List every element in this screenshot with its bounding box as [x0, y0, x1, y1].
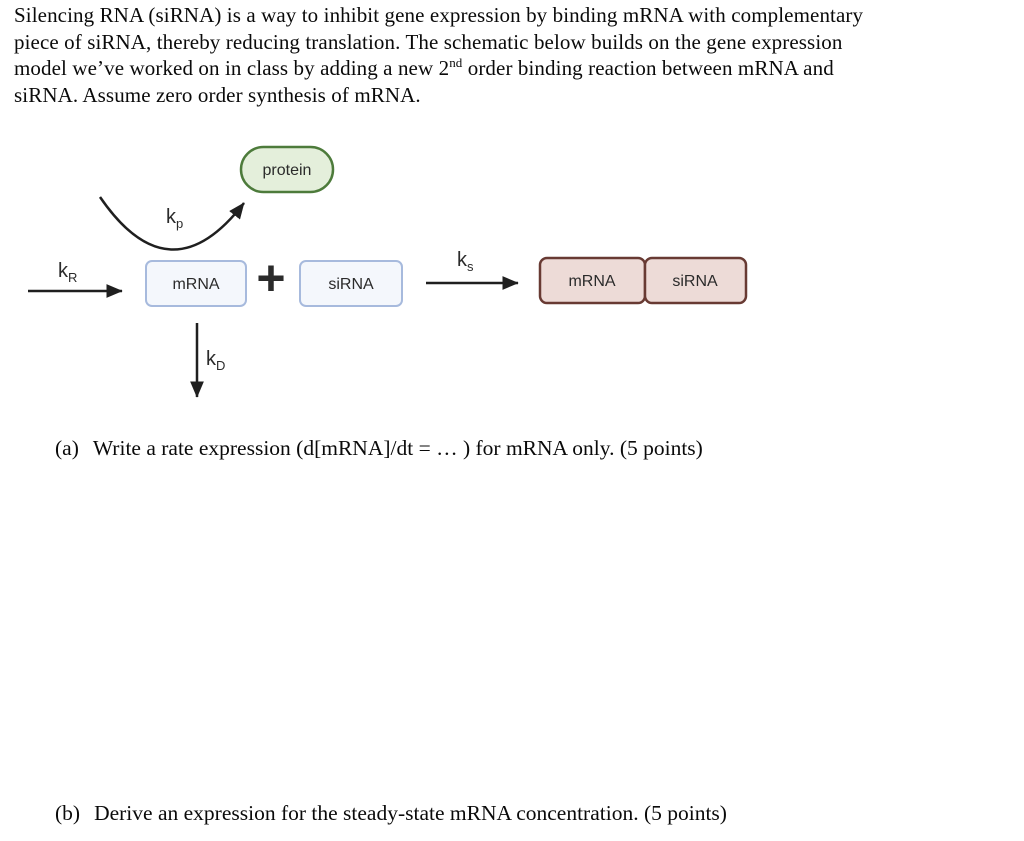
reaction-schematic: kR kp protein mRNA + siRNA ks mRNA siRNA…	[0, 135, 770, 405]
question-a-text: Write a rate expression (d[mRNA]/dt = … …	[92, 436, 703, 460]
sirna-node	[299, 260, 403, 307]
intro-line-4: siRNA. Assume zero order synthesis of mR…	[14, 82, 421, 107]
rate-label-ks: ks	[457, 249, 474, 274]
rate-label-kD: kD	[206, 348, 225, 373]
question-a: (a) Write a rate expression (d[mRNA]/dt …	[55, 436, 703, 461]
protein-label: protein	[263, 162, 312, 179]
mrna-label: mRNA	[172, 276, 219, 293]
complex-mrna-label: mRNA	[568, 273, 615, 290]
sirna-label: siRNA	[328, 276, 374, 293]
question-b: (b) Derive an expression for the steady-…	[55, 801, 727, 826]
complex-sirna-node	[643, 256, 748, 305]
intro-paragraph: Silencing RNA (siRNA) is a way to inhibi…	[14, 2, 1014, 108]
question-a-label: (a)	[55, 436, 79, 460]
intro-line-3: model we’ve worked on in class by adding…	[14, 55, 834, 80]
plus-sign: +	[256, 250, 285, 306]
ordinal-superscript: nd	[449, 55, 463, 70]
rate-label-kp: kp	[166, 206, 183, 231]
reaction-schematic-svg: kR kp protein mRNA + siRNA ks mRNA siRNA…	[28, 145, 748, 398]
rate-label-kR: kR	[58, 260, 77, 285]
intro-line-1: Silencing RNA (siRNA) is a way to inhibi…	[14, 3, 864, 27]
translation-arrow	[98, 196, 245, 251]
question-b-label: (b)	[55, 801, 81, 825]
intro-line-2: piece of siRNA, thereby reducing transla…	[14, 29, 843, 54]
protein-node	[239, 145, 335, 194]
question-b-text: Derive an expression for the steady-stat…	[94, 801, 727, 825]
complex-sirna-label: siRNA	[672, 273, 718, 290]
mrna-node	[145, 260, 247, 307]
